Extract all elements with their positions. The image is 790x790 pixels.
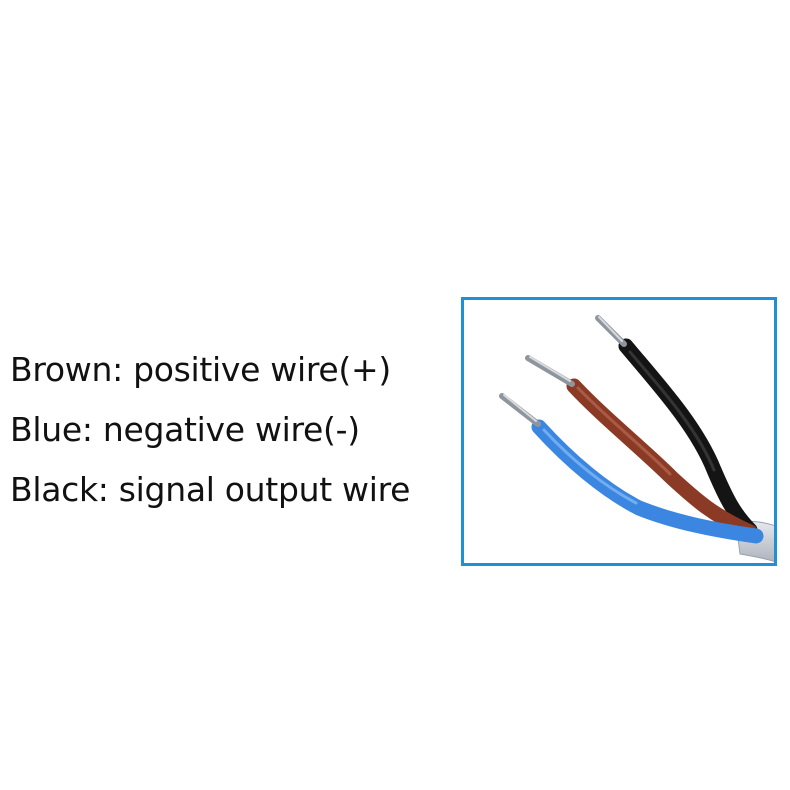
black-wire-highlight (628, 350, 716, 472)
legend-item-brown: Brown: positive wire(+) (10, 350, 391, 389)
blue-wire-tip (499, 393, 541, 427)
blue-wire-highlight (542, 428, 638, 505)
wire-color-legend: Brown: positive wire(+) Blue: negative w… (10, 340, 410, 520)
legend-item-blue: Blue: negative wire(-) (10, 410, 360, 449)
brown-wire (566, 378, 758, 540)
wire-photo-frame (461, 297, 777, 566)
blue-wire (531, 419, 764, 544)
brown-wire-highlight (576, 386, 672, 476)
wire-photo (499, 315, 774, 562)
brown-wire-tip (525, 355, 575, 387)
legend-item-black: Black: signal output wire (10, 470, 411, 509)
